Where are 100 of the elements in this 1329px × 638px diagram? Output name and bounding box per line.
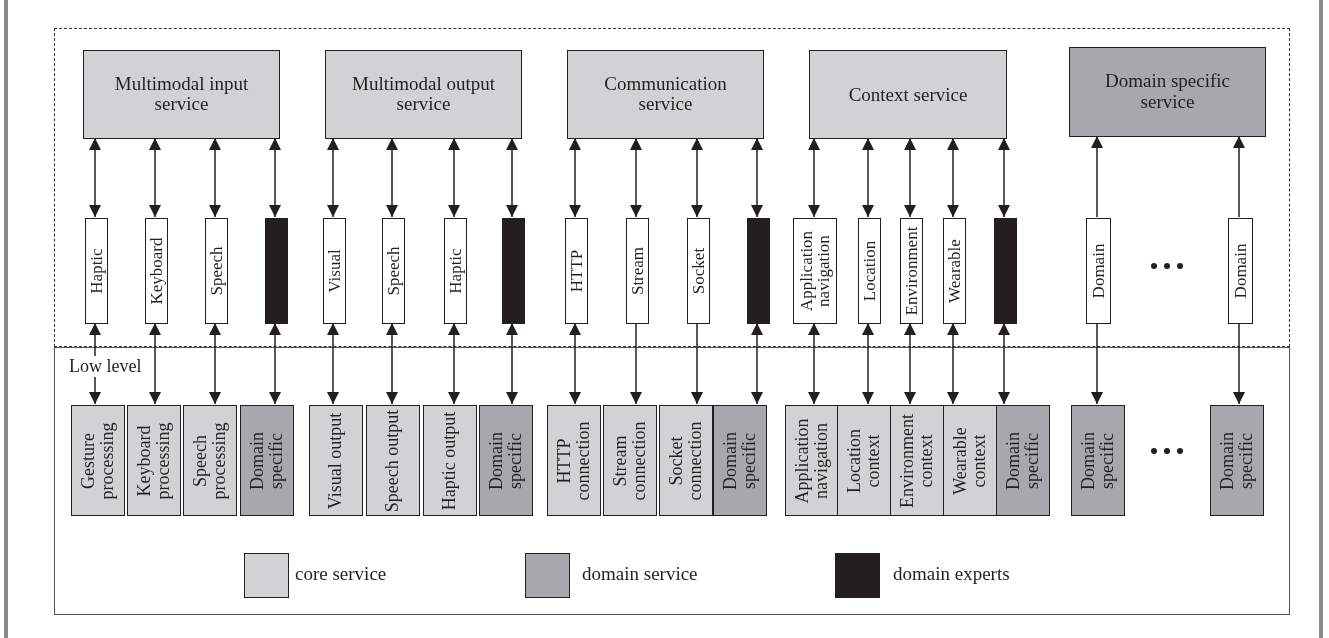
component-box [309, 405, 363, 516]
arrow [904, 137, 916, 218]
node-label: Domain specific [1003, 430, 1043, 492]
arrow [89, 137, 101, 218]
arrow [269, 322, 281, 405]
node-label: Domain [1231, 242, 1249, 301]
component-box [71, 405, 125, 516]
arrow [998, 322, 1010, 405]
node-label: Socket connection [666, 420, 706, 502]
node-label: Speech processing [190, 421, 230, 501]
expert-bar [746, 218, 770, 324]
node-label: Application navigation [798, 229, 832, 314]
service-box [567, 50, 764, 139]
component-box [240, 405, 294, 516]
node-label: Domain specific service [1103, 71, 1231, 113]
arrow [269, 137, 281, 218]
arrow [808, 137, 820, 218]
component-box [785, 405, 839, 516]
arrow [448, 137, 460, 218]
module-box [1227, 218, 1253, 324]
arrow [947, 322, 959, 405]
module-box [381, 218, 405, 324]
expert-bar [501, 218, 525, 324]
arrow [630, 322, 642, 405]
component-box [183, 405, 237, 516]
arrow [386, 322, 398, 405]
service-box [325, 50, 522, 139]
node-label: Location [860, 239, 878, 304]
component-box [366, 405, 420, 516]
node-label: Domain specific [247, 430, 287, 492]
legend-label: core service [295, 563, 387, 585]
node-label: HTTP [567, 248, 585, 295]
expert-bar [993, 218, 1017, 324]
arrow [691, 137, 703, 218]
component-box [713, 405, 767, 516]
arrow [862, 322, 874, 405]
node-label: HTTP connection [554, 420, 594, 502]
arrow [751, 322, 763, 405]
module-box [899, 218, 923, 324]
node-label: Wearable [945, 238, 963, 305]
node-label: Haptic [446, 247, 464, 296]
module-box [84, 218, 108, 324]
node-label: Application navigation [792, 417, 832, 505]
arrow [149, 137, 161, 218]
node-label: Haptic output [440, 410, 460, 512]
upper-layer-frame [54, 28, 1290, 347]
module-box [144, 218, 168, 324]
arrow [327, 137, 339, 218]
component-box [479, 405, 533, 516]
component-box [943, 405, 997, 516]
module-box [625, 218, 649, 324]
node-label: Environment context [897, 412, 937, 510]
node-label: Domain specific [486, 430, 526, 492]
arrow [751, 137, 763, 218]
arrow [149, 322, 161, 405]
node-label: Low level [67, 356, 144, 377]
module-box [443, 218, 467, 324]
node-label: Multimodal input service [113, 74, 250, 115]
component-box [996, 405, 1050, 516]
arrow [998, 137, 1010, 218]
component-box [603, 405, 657, 516]
arrow [630, 137, 642, 218]
arrow [569, 137, 581, 218]
arrow [808, 322, 820, 405]
low-level-panel [54, 347, 1290, 615]
arrow [1233, 322, 1245, 405]
module-box [942, 218, 966, 324]
node-label: Context service [847, 84, 969, 105]
node-label: Keyboard processing [134, 421, 174, 501]
module-box [857, 218, 881, 324]
node-label: Domain specific [720, 430, 760, 492]
node-label: Socket [689, 246, 707, 297]
arrow [327, 322, 339, 405]
legend-label: domain experts [893, 563, 1010, 585]
module-box [322, 218, 346, 324]
node-label: Gesture processing [78, 421, 118, 501]
node-label: Domain [1089, 242, 1107, 301]
module-box [686, 218, 710, 324]
arrow [1233, 135, 1245, 218]
arrow [947, 137, 959, 218]
component-box [890, 405, 944, 516]
arrow [448, 322, 460, 405]
arrow [691, 322, 703, 405]
arrow [569, 322, 581, 405]
arrow [506, 137, 518, 218]
module-box [204, 218, 228, 324]
node-label: Speech [384, 245, 402, 298]
service-box [1069, 47, 1266, 137]
module-box [793, 218, 837, 324]
arrow [386, 137, 398, 218]
component-box [837, 405, 891, 516]
module-box [1085, 218, 1111, 324]
node-label: Environment [902, 225, 920, 318]
node-label: Visual output [326, 411, 346, 511]
legend-label: domain service [582, 563, 698, 585]
node-label: Stream connection [610, 420, 650, 502]
node-label: Location context [844, 427, 884, 495]
arrow [862, 137, 874, 218]
node-label: Keyboard [147, 236, 165, 307]
node-label: Haptic [87, 247, 105, 296]
